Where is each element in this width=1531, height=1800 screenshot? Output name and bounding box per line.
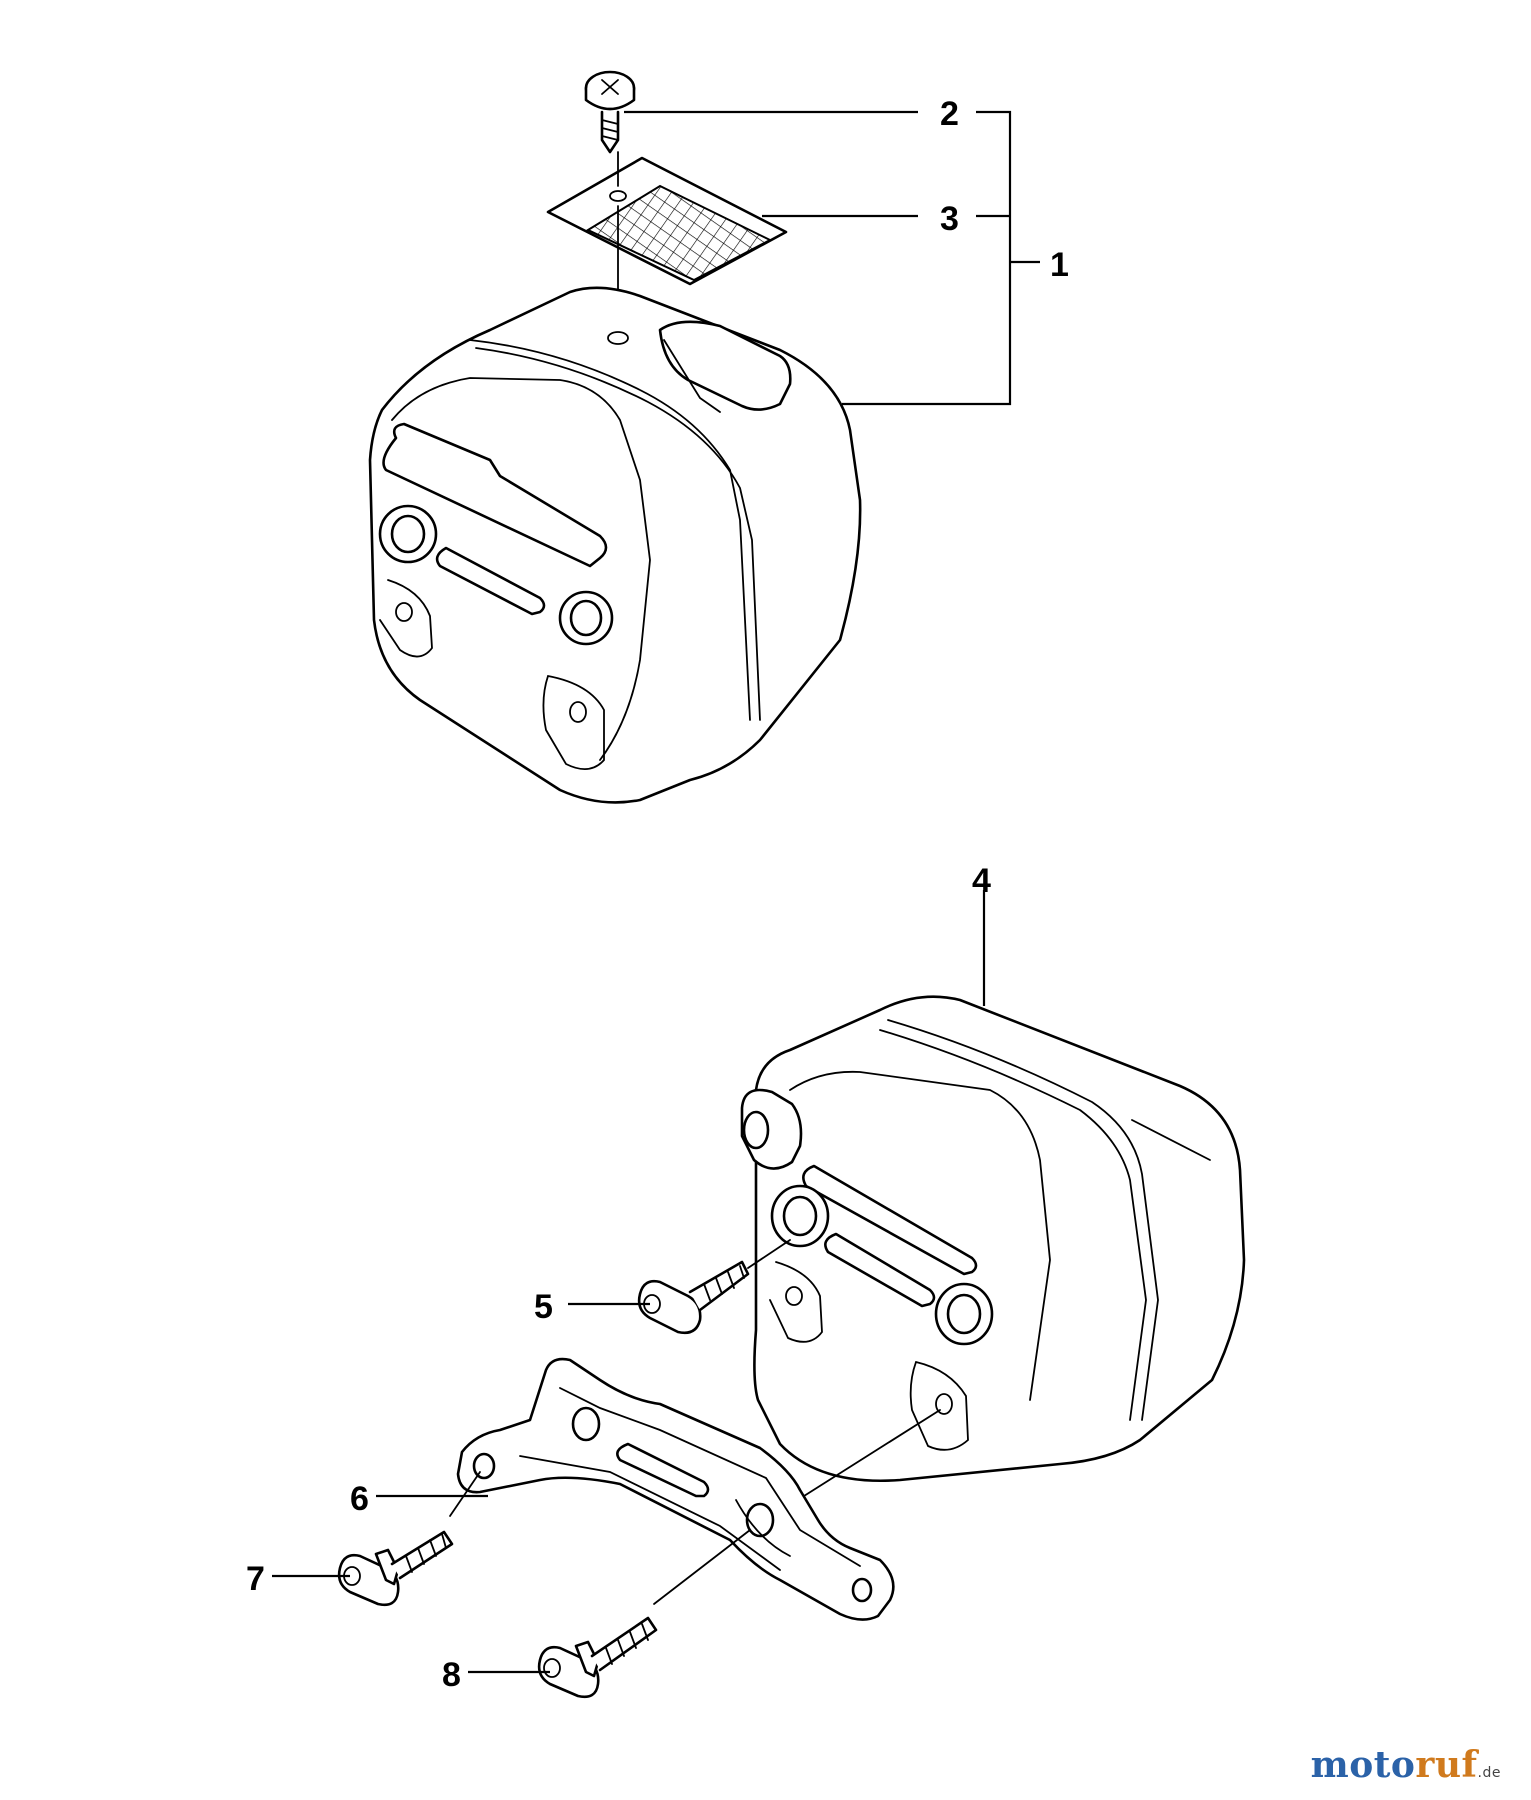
- bracket-part-6: [456, 1357, 895, 1621]
- bolt-part-8: [537, 1616, 658, 1699]
- watermark-logo: motoruf.de: [1311, 1744, 1501, 1786]
- bolt-part-5: [637, 1260, 750, 1335]
- assembly-axis-6: [803, 1409, 941, 1497]
- callout-3: 3: [940, 200, 959, 238]
- bolt-part-7: [337, 1530, 454, 1607]
- assembly-axis-7: [449, 1471, 481, 1517]
- callout-8: 8: [442, 1656, 461, 1694]
- callout-2: 2: [940, 95, 959, 133]
- muffler-part-4: [740, 995, 1246, 1482]
- watermark-part1: moto: [1310, 1744, 1416, 1786]
- leader-lines-bottom: [272, 890, 986, 1674]
- callout-4: 4: [972, 862, 991, 900]
- assembly-axis-8: [653, 1529, 751, 1605]
- callout-1: 1: [1050, 246, 1069, 284]
- assembly-axis-5: [747, 1239, 791, 1269]
- watermark-part2: ruf: [1415, 1744, 1478, 1786]
- callout-5: 5: [534, 1288, 553, 1326]
- leader-lines-top: [624, 110, 1040, 406]
- watermark-tld: .de: [1477, 1765, 1501, 1781]
- muffler-part-1: [368, 286, 862, 804]
- screw-part-2: [584, 70, 636, 154]
- callout-6: 6: [350, 1480, 369, 1518]
- callout-7: 7: [246, 1560, 265, 1598]
- mesh-screen-part-3: [546, 156, 788, 286]
